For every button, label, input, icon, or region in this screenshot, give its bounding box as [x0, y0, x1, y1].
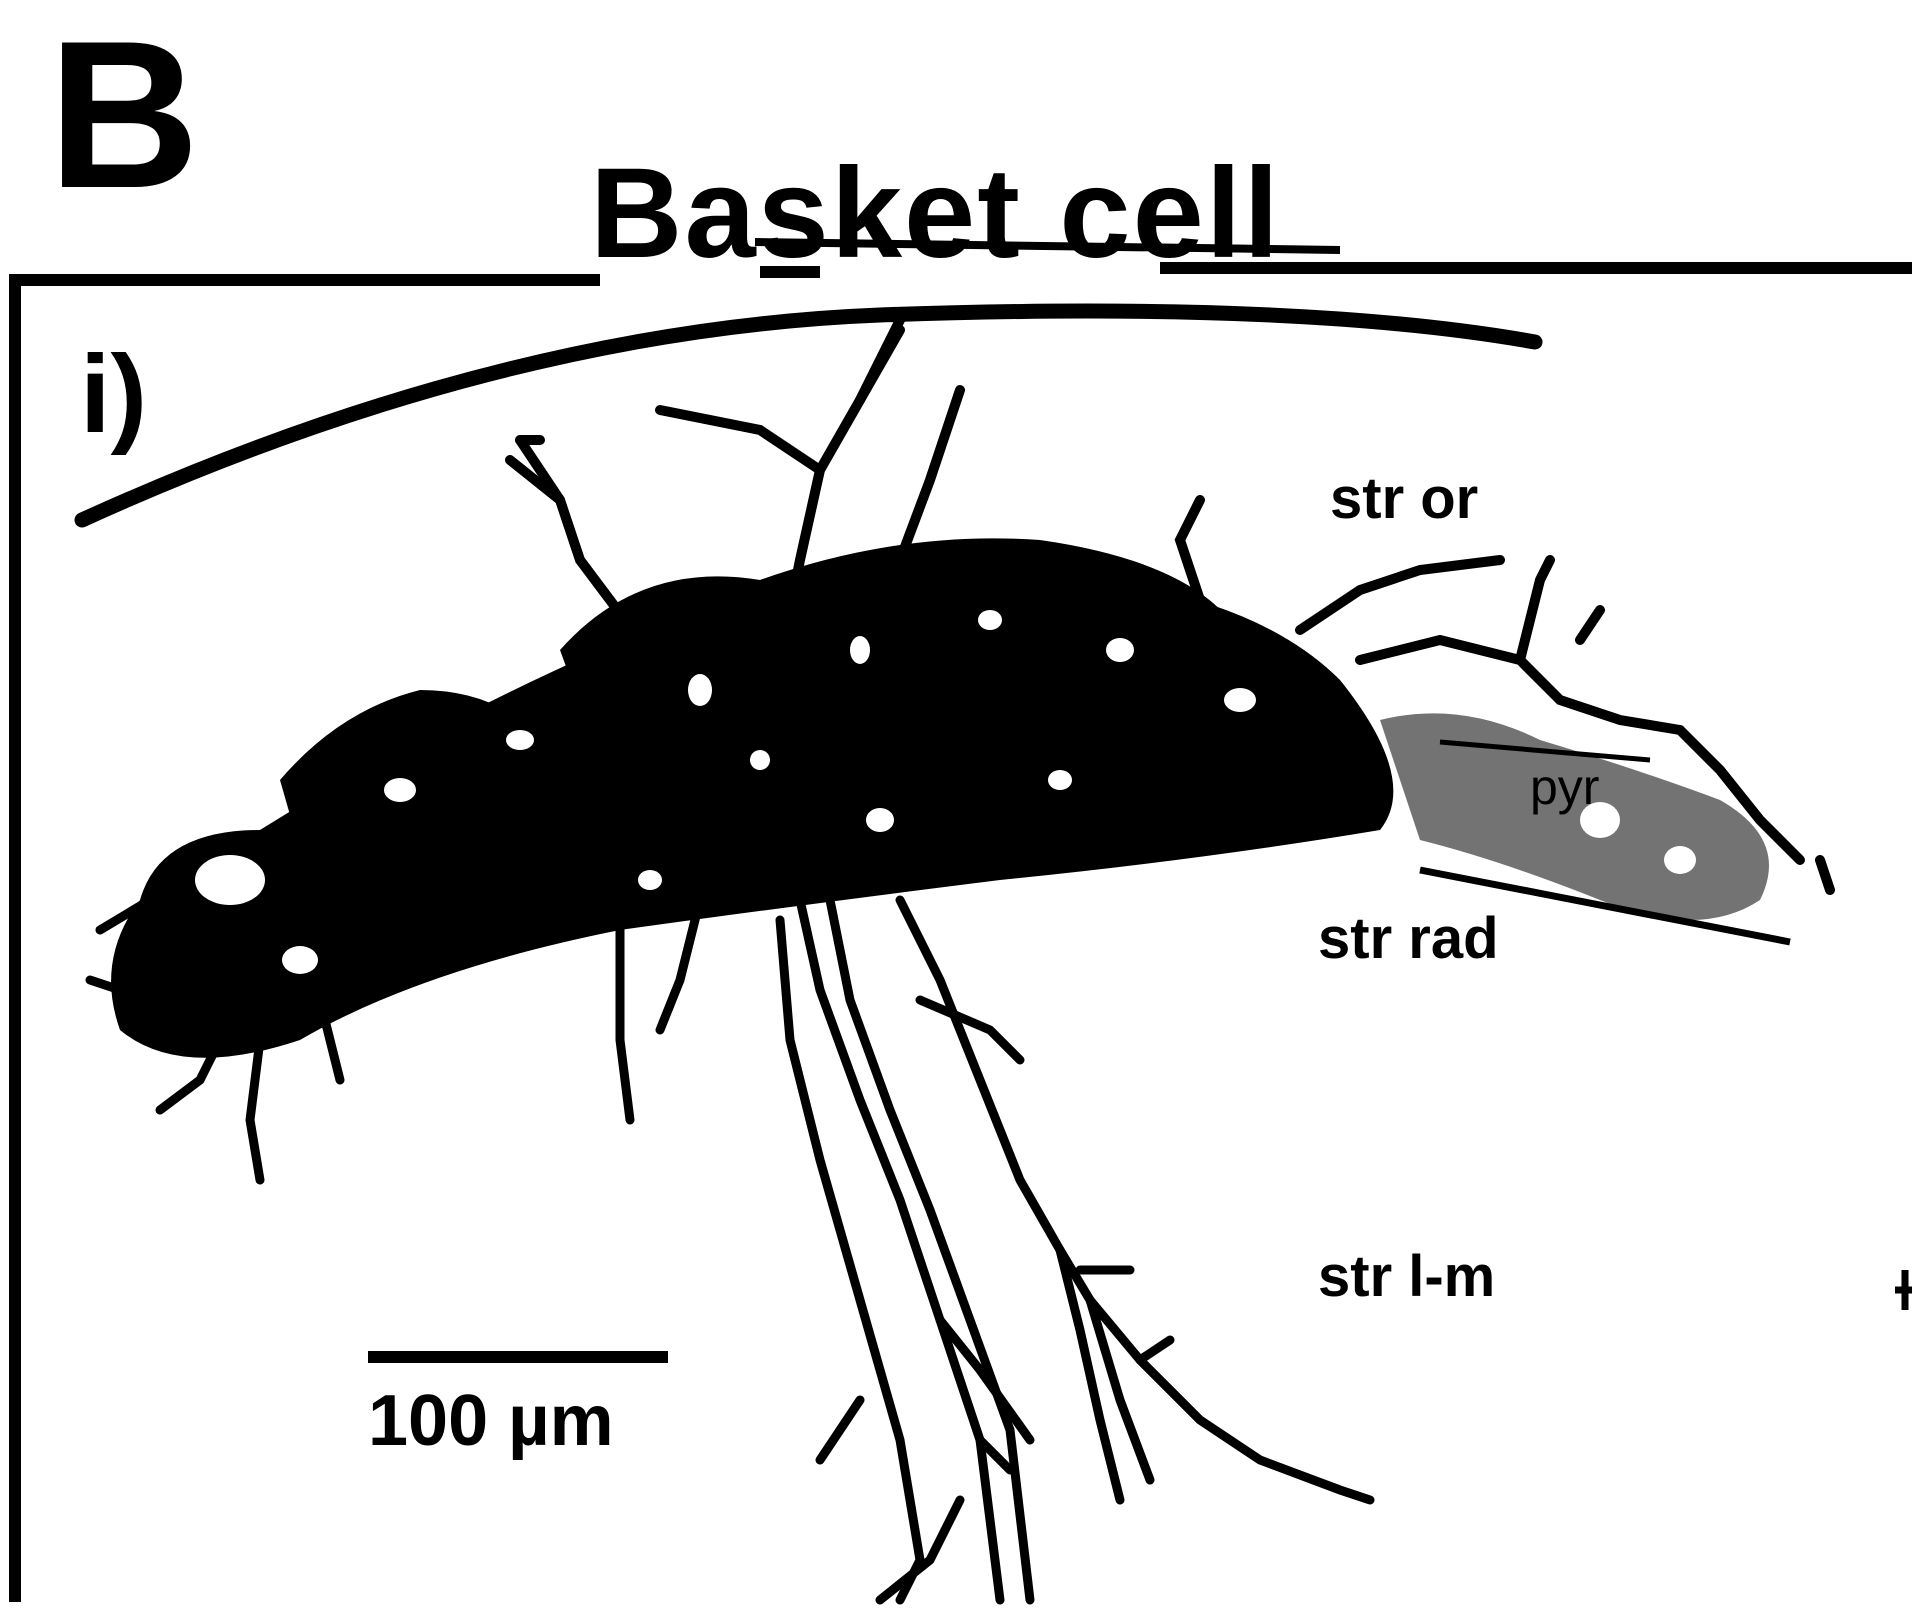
title-underline [754, 238, 1341, 254]
layer-label-pyramidale: pyr [1530, 759, 1600, 815]
layer-label-radiatum: str rad [1318, 906, 1499, 971]
dendrites-descending [615, 895, 1375, 1605]
scale-bar-label: 100 µm [368, 1381, 614, 1461]
figure-title: Basket cell [590, 142, 1281, 285]
pyramidal-layer-border-lower [1419, 866, 1791, 946]
layer-label-lacunosum: str l-m [1318, 1244, 1496, 1309]
panel-frame [9, 262, 1912, 1602]
sub-panel-label: i) [80, 333, 148, 456]
axonal-arbor [111, 538, 1769, 1058]
dendrites-ascending [505, 315, 1835, 895]
arbor-gaps [195, 610, 1696, 974]
layer-label-oriens: str or [1330, 466, 1479, 531]
dendrites-left [85, 895, 345, 1185]
alveus-curve [74, 303, 1543, 528]
edge-mark [1895, 1270, 1912, 1310]
panel-letter: B [48, 0, 200, 232]
